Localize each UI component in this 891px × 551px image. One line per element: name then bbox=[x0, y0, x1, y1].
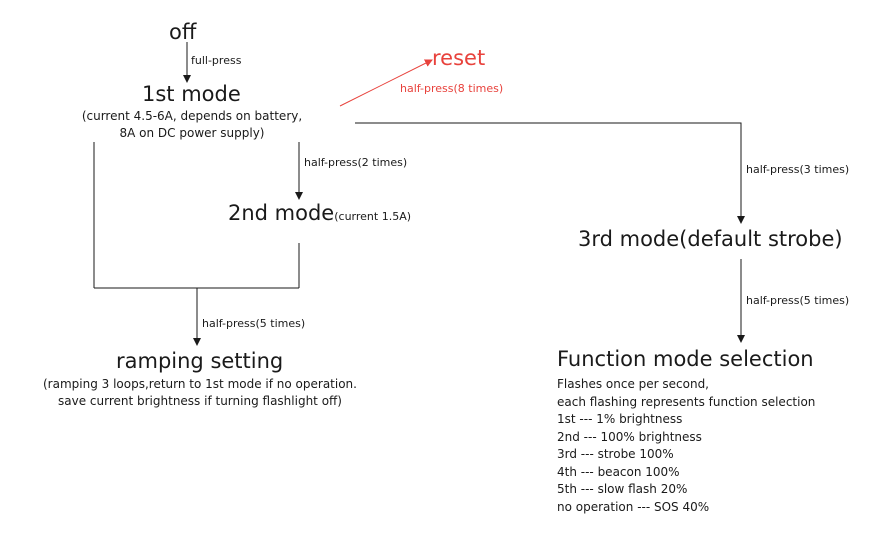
node-ramping-detail: (ramping 3 loops,return to 1st mode if n… bbox=[4, 376, 396, 410]
edge-label-mode1-to-mode3: half-press(3 times) bbox=[746, 163, 850, 176]
mode2-label: 2nd mode bbox=[228, 201, 335, 225]
function-line: 1st --- 1% brightness bbox=[557, 412, 683, 426]
node-mode1: 1st mode bbox=[142, 82, 241, 106]
edge-label-reset: half-press(8 times) bbox=[400, 82, 504, 95]
arrow-mode1-to-reset bbox=[339, 59, 433, 107]
edge-label-to-ramping: half-press(5 times) bbox=[202, 317, 306, 330]
edge-label-mode1-to-mode2: half-press(2 times) bbox=[304, 156, 408, 169]
function-line: Flashes once per second, bbox=[557, 377, 709, 391]
ramping-detail-line-2: save current brightness if turning flash… bbox=[58, 394, 342, 408]
function-line: each flashing represents function select… bbox=[557, 394, 816, 409]
mode2-detail: (current 1.5A) bbox=[334, 210, 412, 223]
node-ramping: ramping setting bbox=[116, 349, 284, 373]
function-line: 5th --- slow flash 20% bbox=[557, 482, 688, 496]
node-reset: reset bbox=[432, 46, 486, 70]
mode1-detail-line-1: (current 4.5-6A, depends on battery, bbox=[81, 109, 303, 123]
function-mode-list: Flashes once per second, each flashing r… bbox=[557, 376, 815, 516]
node-off: off bbox=[169, 20, 197, 44]
node-mode3: 3rd mode(default strobe) bbox=[578, 227, 843, 251]
function-line: 2nd --- 100% brightness bbox=[557, 429, 702, 444]
node-mode1-detail: (current 4.5-6A, depends on battery, 8A … bbox=[56, 108, 328, 142]
function-line: 4th --- beacon 100% bbox=[557, 464, 680, 479]
mode1-detail-line-2: 8A on DC power supply) bbox=[119, 126, 265, 140]
node-function-mode-selection: Function mode selection bbox=[557, 347, 814, 371]
ramping-detail-line-1: (ramping 3 loops,return to 1st mode if n… bbox=[43, 377, 357, 391]
edge-label-mode3-to-function: half-press(5 times) bbox=[746, 294, 850, 307]
function-line: no operation --- SOS 40% bbox=[557, 499, 710, 514]
arrow-mode1-to-mode3 bbox=[355, 122, 745, 224]
edge-label-full-press: full-press bbox=[191, 54, 242, 67]
function-line: 3rd --- strobe 100% bbox=[557, 447, 674, 461]
node-mode2: 2nd mode(current 1.5A) bbox=[228, 203, 411, 224]
